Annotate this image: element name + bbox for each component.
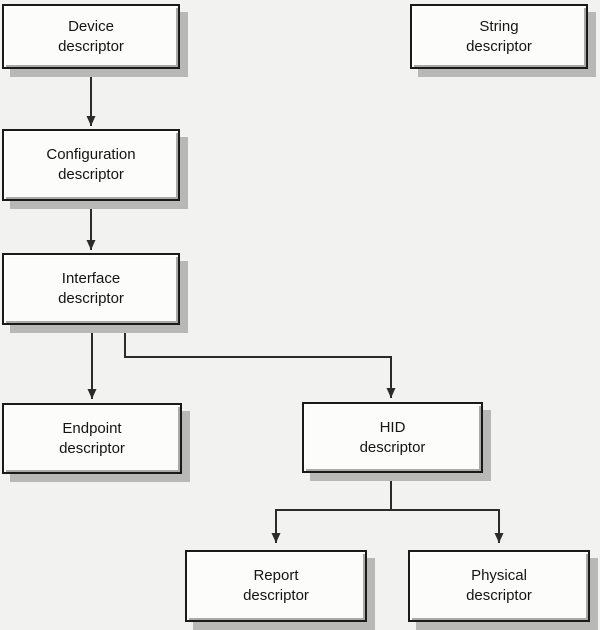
node-label: Interface descriptor [58, 270, 124, 307]
node-report-descriptor: Report descriptor [185, 550, 367, 622]
node-interface-descriptor: Interface descriptor [2, 253, 180, 325]
node-label: Device descriptor [58, 17, 124, 55]
arrow-hid-to-physical [390, 473, 504, 543]
node-label: Report descriptor [243, 567, 309, 604]
arrow-interface-to-hid [124, 325, 396, 398]
arrow-hid-to-report [271, 473, 392, 543]
node-label: HID descriptor [359, 418, 426, 456]
node-device-descriptor: Device descriptor [2, 4, 180, 69]
node-label: Physical descriptor [466, 567, 532, 604]
node-endpoint-descriptor: Endpoint descriptor [2, 403, 182, 474]
node-string-descriptor: String descriptor [410, 4, 588, 69]
node-physical-descriptor: Physical descriptor [408, 550, 590, 622]
node-label: Endpoint descriptor [59, 419, 125, 457]
node-label: String descriptor [466, 17, 532, 55]
node-configuration-descriptor: Configuration descriptor [2, 129, 180, 201]
node-hid-descriptor: HID descriptor [302, 402, 483, 473]
node-label: Configuration descriptor [46, 146, 136, 183]
